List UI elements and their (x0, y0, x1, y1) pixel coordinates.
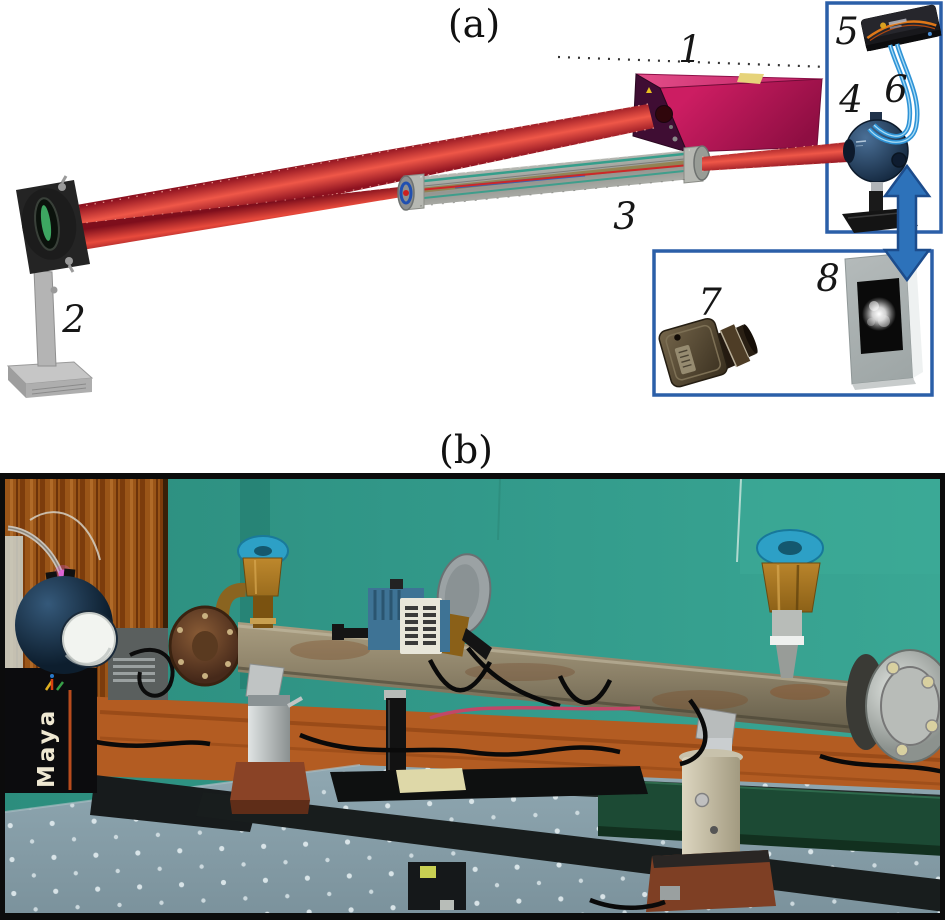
spectrometer-logo-icon (880, 22, 887, 29)
fiber-cable (867, 43, 920, 145)
wall-seam (736, 479, 742, 563)
laser-beam-output (701, 141, 849, 172)
maya-logo-text: Maya (34, 708, 60, 788)
callout-laser: 1 (678, 28, 702, 71)
photo-integrating-sphere (7, 525, 118, 674)
photo-border (0, 473, 945, 920)
callout-spectrometer: 5 (835, 10, 859, 53)
sphere-port (62, 612, 116, 666)
gas-cell-tube (397, 145, 711, 211)
photo-right-flange (846, 649, 940, 763)
warning-icon (646, 87, 652, 93)
photo-support-left (230, 663, 310, 814)
callout-camera: 7 (698, 281, 722, 324)
callout-fiber: 6 (884, 68, 908, 111)
photo-left-flange (168, 582, 247, 687)
beam-screen (844, 252, 923, 390)
photo-red-cable (429, 705, 641, 720)
callout-sphere: 4 (838, 78, 863, 121)
photo-rear-equipment (108, 628, 175, 700)
photo-cables (95, 646, 940, 910)
photo-left-frame (5, 536, 23, 701)
swap-arrow-icon (882, 163, 932, 283)
lab-photo: Maya (0, 473, 945, 920)
photo-valve-right (756, 529, 824, 678)
photo-vacuum-gauge (332, 553, 492, 660)
steering-mirror (6, 175, 94, 398)
photo-support-center (330, 690, 648, 802)
mirror-post (33, 269, 57, 367)
camera (658, 317, 758, 388)
laser-label-sticker (737, 73, 764, 84)
photo-content: Maya (5, 479, 940, 914)
photo-yellow-card (396, 768, 466, 793)
callout-mirror: 2 (61, 298, 86, 341)
laser-beam-folded (57, 185, 409, 252)
panel-a-diagram: (a) 1 (6, 1, 943, 398)
panel-a-label: (a) (448, 2, 500, 46)
spectrometer-box (860, 4, 942, 52)
panel-b-label: (b) (439, 428, 493, 472)
photo-clamp-block (408, 862, 466, 910)
photo-valve-left (237, 535, 289, 628)
photo-maya-box: Maya (5, 668, 97, 793)
callout-screen: 8 (816, 257, 840, 300)
callout-gas-cell: 3 (613, 195, 637, 238)
